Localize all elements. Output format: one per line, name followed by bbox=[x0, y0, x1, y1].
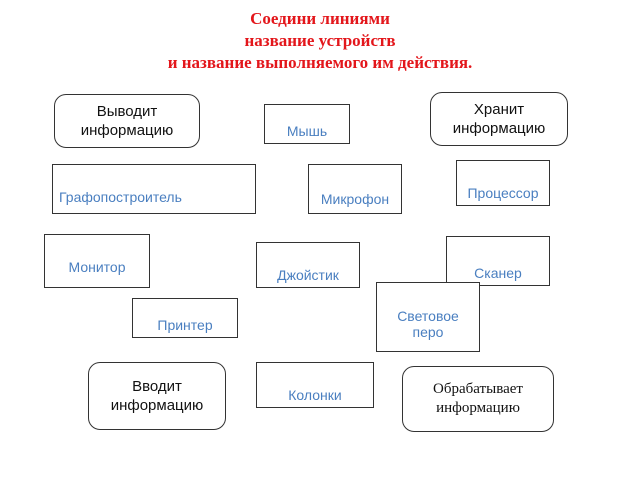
device-monitor-label: Монитор bbox=[68, 259, 126, 275]
action-input-label: Вводит информацию bbox=[110, 378, 204, 414]
device-scanner-label: Сканер bbox=[474, 265, 522, 281]
device-mouse[interactable]: Мышь bbox=[264, 104, 350, 144]
device-printer-label: Принтер bbox=[157, 317, 213, 333]
action-input[interactable]: Вводит информацию bbox=[88, 362, 226, 430]
device-speakers[interactable]: Колонки bbox=[256, 362, 374, 408]
action-store[interactable]: Хранит информацию bbox=[430, 92, 568, 146]
device-speakers-label: Колонки bbox=[288, 387, 342, 403]
device-processor[interactable]: Процессор bbox=[456, 160, 550, 206]
device-mouse-label: Мышь bbox=[286, 123, 328, 139]
action-process[interactable]: Обрабатывает информацию bbox=[402, 366, 554, 432]
device-light-pen-label: Световое перо bbox=[397, 308, 459, 340]
device-microphone-label: Микрофон bbox=[320, 191, 390, 207]
title-line-2: название устройств bbox=[244, 31, 396, 50]
action-process-label: Обрабатывает информацию bbox=[433, 381, 523, 416]
device-processor-label: Процессор bbox=[467, 185, 539, 201]
device-microphone[interactable]: Микрофон bbox=[308, 164, 402, 214]
device-joystick-label: Джойстик bbox=[277, 267, 339, 283]
device-joystick[interactable]: Джойстик bbox=[256, 242, 360, 288]
device-light-pen[interactable]: Световое перо bbox=[376, 282, 480, 352]
action-output-label: Выводит информацию bbox=[80, 103, 174, 139]
device-printer[interactable]: Принтер bbox=[132, 298, 238, 338]
device-monitor[interactable]: Монитор bbox=[44, 234, 150, 288]
action-store-label: Хранит информацию bbox=[452, 101, 546, 137]
device-plotter[interactable]: Графопостроитель bbox=[52, 164, 256, 214]
device-plotter-label: Графопостроитель bbox=[59, 189, 182, 205]
action-output[interactable]: Выводит информацию bbox=[54, 94, 200, 148]
title-line-3: и название выполняемого им действия. bbox=[167, 53, 473, 72]
title-line-1: Соедини линиями bbox=[250, 9, 390, 28]
task-title: Соедини линиями название устройств и наз… bbox=[0, 8, 640, 74]
device-scanner[interactable]: Сканер bbox=[446, 236, 550, 286]
